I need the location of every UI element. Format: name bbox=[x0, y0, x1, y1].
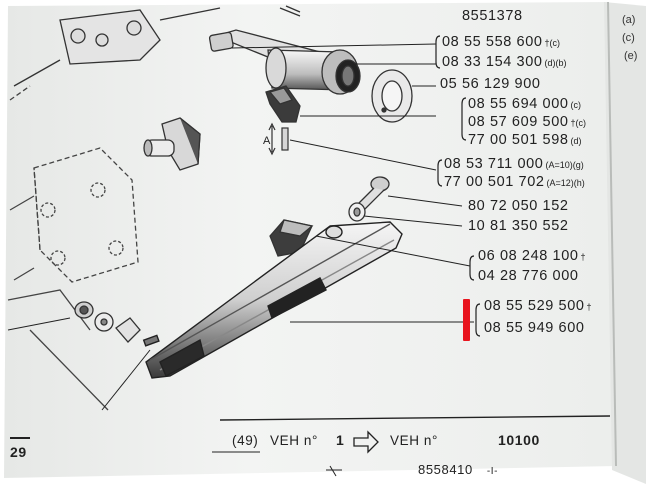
part-number: 08 33 154 300 bbox=[442, 54, 543, 70]
part-note: (d) bbox=[570, 136, 582, 146]
part-number: 08 53 711 000 bbox=[444, 156, 544, 172]
margin-letter: (c) bbox=[622, 32, 635, 44]
footer-ref: (49) bbox=[232, 433, 259, 448]
part-note: † bbox=[580, 252, 586, 262]
veh-to-label: VEH n° bbox=[390, 433, 439, 448]
catalog-ref-number: 8558410 bbox=[418, 462, 473, 477]
part-row: 08 55 949 600 bbox=[484, 320, 587, 336]
arrow-right-icon: ⇨ bbox=[354, 432, 355, 433]
part-number: 08 55 949 600 bbox=[484, 320, 585, 336]
part-row: 06 08 248 100† bbox=[478, 248, 586, 264]
part-row: 08 33 154 300(d)(b) bbox=[442, 54, 567, 70]
part-number: 10 81 350 552 bbox=[468, 218, 569, 234]
part-number: 06 08 248 100 bbox=[478, 248, 579, 264]
part-note: †(c) bbox=[570, 118, 587, 128]
part-note: (A=12)(h) bbox=[546, 178, 585, 188]
part-number: 80 72 050 152 bbox=[468, 198, 569, 214]
part-row: 08 53 711 000(A=10)(g) bbox=[444, 156, 584, 172]
catalog-suffix: -I- bbox=[486, 466, 499, 477]
veh-from-value: 1 bbox=[336, 432, 345, 448]
part-number: 77 00 501 702 bbox=[444, 174, 545, 190]
part-number: 04 28 776 000 bbox=[478, 268, 579, 284]
margin-letter: (a) bbox=[622, 14, 636, 26]
part-row: 08 55 558 600†(c) bbox=[442, 34, 560, 50]
part-number: 08 55 529 500 bbox=[484, 298, 585, 314]
part-row: 77 00 501 598(d) bbox=[468, 132, 582, 148]
part-row: 08 55 529 500† bbox=[484, 298, 592, 314]
part-note: (A=10)(g) bbox=[545, 160, 584, 170]
top-ref-number: 8551378 bbox=[462, 8, 523, 24]
veh-from-label: VEH n° bbox=[270, 433, 319, 448]
part-row: 08 57 609 500†(c) bbox=[468, 114, 586, 130]
part-number: 77 00 501 598 bbox=[468, 132, 569, 148]
part-row: 80 72 050 152 bbox=[468, 198, 571, 214]
part-note: †(c) bbox=[544, 38, 561, 48]
part-note: (c) bbox=[570, 100, 582, 110]
part-number: 08 55 694 000 bbox=[468, 96, 569, 112]
part-number: 08 55 558 600 bbox=[442, 34, 543, 50]
veh-to-value: 10100 bbox=[498, 432, 540, 448]
part-row: 04 28 776 000 bbox=[478, 268, 581, 284]
catalog-ref: 8558410 -I- bbox=[418, 462, 498, 477]
part-number: 08 57 609 500 bbox=[468, 114, 569, 130]
dimension-label: A bbox=[263, 135, 271, 147]
margin-letter: (e) bbox=[624, 50, 638, 62]
part-row: 77 00 501 702(A=12)(h) bbox=[444, 174, 585, 190]
part-note: (d)(b) bbox=[544, 58, 567, 68]
highlight-marker bbox=[463, 299, 470, 341]
page-number: 29 bbox=[10, 444, 27, 460]
part-row: 08 55 694 000(c) bbox=[468, 96, 581, 112]
part-row: 10 81 350 552 bbox=[468, 218, 571, 234]
part-row: 05 56 129 900 bbox=[440, 76, 543, 92]
part-number: 05 56 129 900 bbox=[440, 76, 541, 92]
part-note: † bbox=[586, 302, 592, 312]
